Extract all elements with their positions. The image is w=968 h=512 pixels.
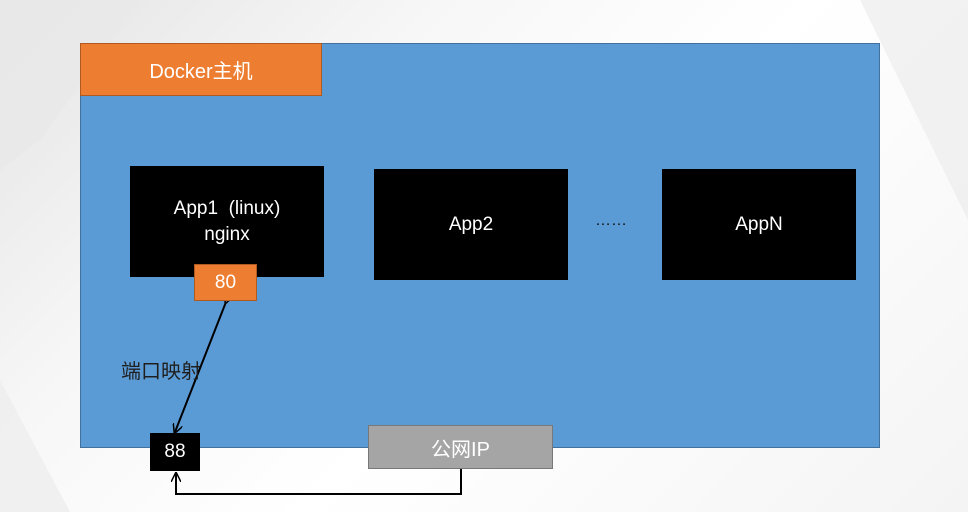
container-port-box: 80 (194, 264, 257, 301)
port-mapping-label: 端口映射 (121, 359, 201, 383)
appn-title: AppN (735, 213, 783, 235)
public-ip-box: 公网IP (368, 425, 553, 469)
app1-subtitle: nginx (204, 223, 250, 245)
host-port-value: 88 (164, 441, 186, 462)
app1-title: App1 (linux) (173, 197, 281, 219)
public-ip-connector (176, 469, 462, 495)
docker-host-label: Docker主机 (80, 43, 322, 96)
app2-title: App2 (448, 213, 494, 235)
app2-container: App2 (374, 169, 568, 280)
container-port-value: 80 (214, 271, 237, 293)
host-port-box: 88 (150, 433, 200, 471)
docker-host-label-text: Docker主机 (149, 61, 253, 83)
more-apps-ellipsis: …… (595, 212, 627, 229)
appn-container: AppN (662, 169, 856, 280)
public-ip-label: 公网IP (431, 438, 490, 461)
app1-container: App1 (linux) nginx (130, 166, 324, 277)
